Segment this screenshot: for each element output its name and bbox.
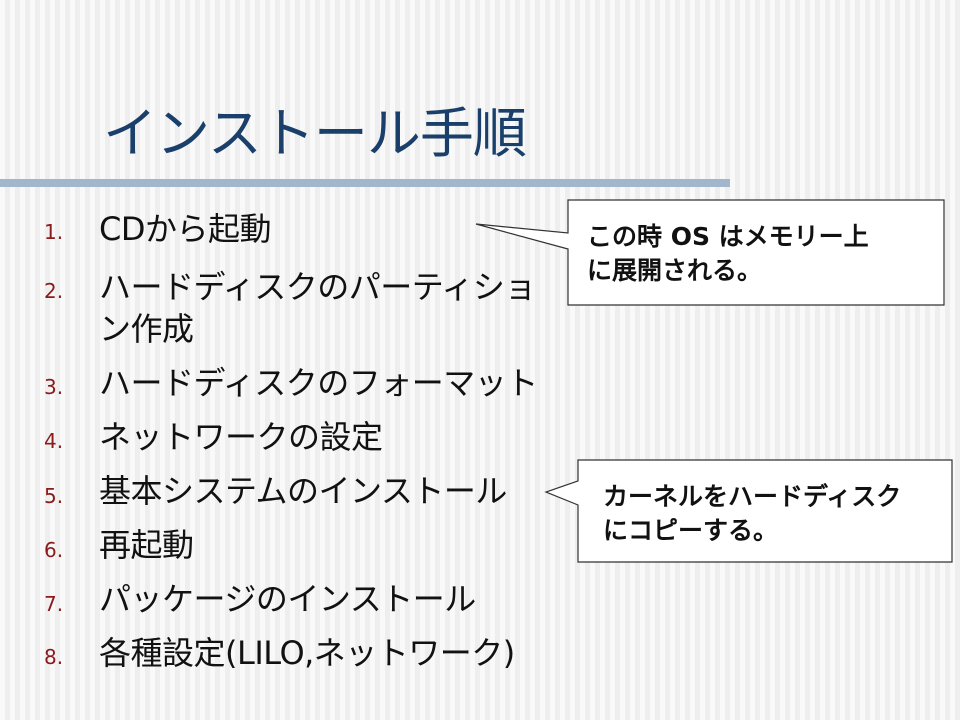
step-text: 基本システムのインストール	[99, 472, 507, 510]
step-text: 各種設定(LILO,ネットワーク)	[99, 634, 515, 672]
callout-line: に展開される。	[587, 256, 763, 285]
step-number: 5.	[44, 484, 64, 508]
step-number: 2.	[44, 279, 64, 303]
callout-kernel-text: カーネルをハードディスク にコピーする。	[603, 480, 901, 548]
step-text: CDから起動	[99, 210, 272, 248]
title-underline	[0, 179, 730, 187]
step-number: 8.	[44, 645, 64, 669]
step-text: ハードディスクのフォーマット	[99, 364, 538, 402]
step-text: 再起動	[99, 526, 194, 564]
step-text: パッケージのインストール	[99, 580, 476, 618]
step-number: 6.	[44, 538, 64, 562]
step-number: 4.	[44, 429, 64, 453]
step-text: ネットワークの設定	[99, 418, 383, 456]
callout-line: にコピーする。	[603, 516, 779, 545]
callout-line: この時 OS はメモリー上	[587, 222, 869, 251]
step-number: 7.	[44, 592, 64, 616]
step-number: 3.	[44, 375, 64, 399]
slide-title: インストール手順	[103, 102, 527, 165]
step-text-continued: ン作成	[99, 310, 194, 348]
step-number: 1.	[44, 220, 64, 244]
step-text: ハードディスクのパーティショ	[99, 268, 536, 306]
callout-line: カーネルをハードディスク	[603, 482, 902, 511]
callout-memory-text: この時 OS はメモリー上 に展開される。	[587, 220, 869, 288]
